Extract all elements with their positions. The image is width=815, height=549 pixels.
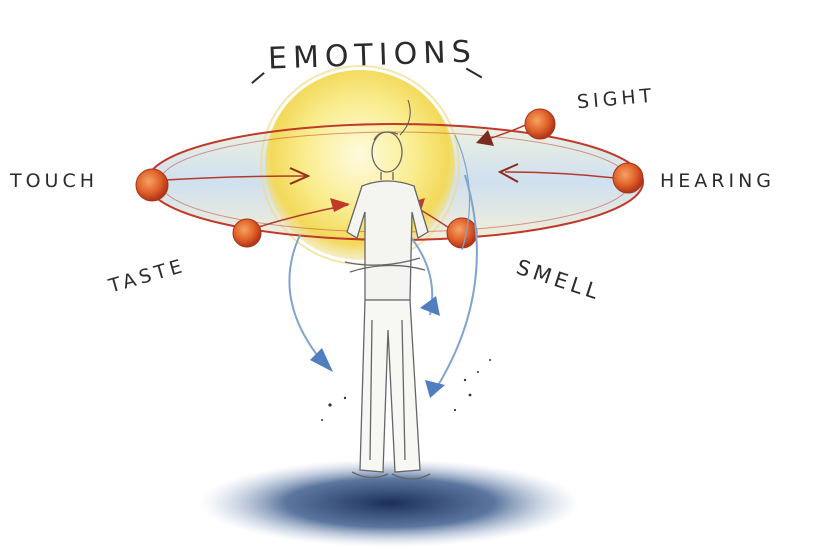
hearing-ball (613, 163, 643, 193)
sight-ball (525, 109, 555, 139)
blue-arrowhead-right (425, 380, 445, 398)
taste-ball (233, 219, 261, 247)
label-hearing: HEARING (660, 170, 775, 192)
ground-shadow (200, 459, 580, 547)
label-emotions: EMOTIONS (267, 34, 477, 76)
touch-ball (136, 169, 168, 201)
label-touch: TOUCH (10, 170, 98, 192)
smell-ball (447, 218, 477, 248)
